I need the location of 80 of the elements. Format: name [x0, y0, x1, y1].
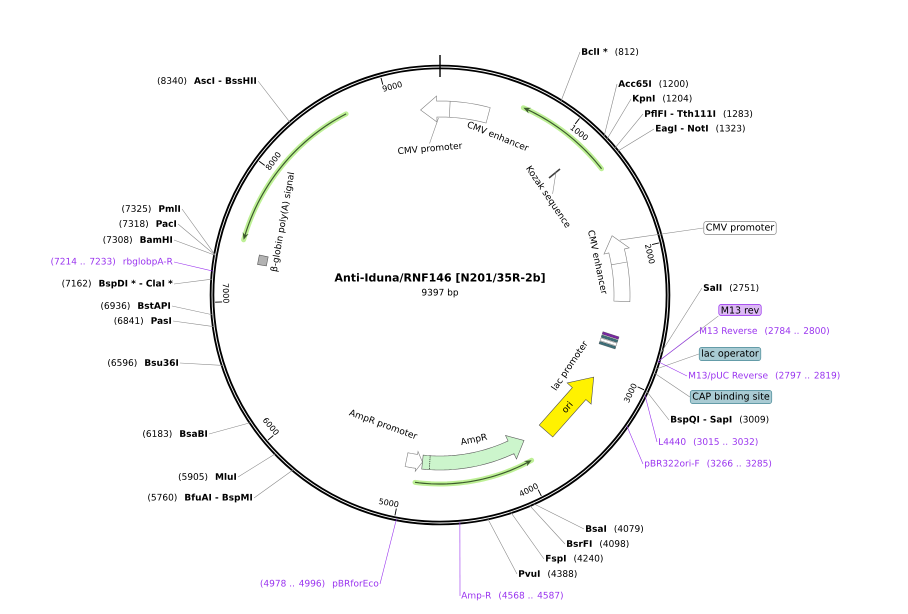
leader-line — [646, 391, 670, 420]
feature-block: CMV enhancer — [588, 230, 630, 302]
feature-box: CMV promoter — [703, 221, 777, 235]
primer-label: M13/pUC Reverse (2797 .. 2819) — [689, 372, 840, 380]
leader-line — [616, 128, 654, 152]
leader-line — [238, 453, 276, 478]
site-label: (7308) BamHI — [103, 236, 172, 244]
leader-line — [174, 240, 216, 256]
site-label: BsaI (4079) — [586, 524, 643, 533]
sequence-length: 9397 bp — [422, 288, 458, 298]
leader-line — [528, 504, 566, 544]
leader-line — [380, 518, 397, 584]
leader-line — [178, 224, 216, 256]
leader-line — [172, 320, 215, 328]
leader-line — [655, 354, 700, 370]
scale-label: 3000 — [624, 384, 636, 403]
leader-line — [658, 330, 698, 362]
plasmid-name: Anti-Iduna/RNF146 [N201/35R-2b] — [334, 273, 545, 283]
site-label: (6841) PasI — [114, 316, 171, 325]
site-label: (5760) BfuAI - BspMI — [148, 494, 252, 502]
site-label: (8340) AscI - BssHII — [158, 76, 256, 85]
primer-label: pBR322ori-F (3266 .. 3285) — [645, 460, 772, 468]
leader-line — [660, 288, 702, 354]
leader-line — [258, 80, 291, 124]
leader-line — [644, 394, 658, 442]
feature-box: M13 rev — [718, 304, 762, 316]
leader-line — [654, 372, 690, 398]
leader-line — [254, 469, 294, 498]
leader-line — [208, 422, 252, 434]
primer-label: (7214 .. 7233) rbglobpA-R — [51, 258, 173, 266]
leader-line — [510, 512, 544, 560]
leader-line — [174, 262, 214, 272]
leader-line — [487, 518, 518, 574]
feature-box: lac operator — [698, 347, 762, 361]
site-label: BspQI - SapI (3009) — [671, 416, 768, 424]
site-label: PflFI - Tth111I (1283) — [645, 110, 752, 118]
scale-label: 4000 — [520, 483, 538, 496]
site-label: (6936) BstAPI — [101, 302, 170, 310]
site-label: (6183) BsaBI — [143, 430, 207, 438]
leader-line — [532, 502, 584, 530]
primer-label: Amp-R (4568 .. 4587) — [461, 592, 563, 600]
feature-label: CMV promoter — [398, 143, 462, 154]
scale-label: 7000 — [222, 284, 230, 303]
scale-label: 2000 — [645, 244, 655, 264]
primer-label: L4440 (3015 .. 3032) — [659, 438, 758, 446]
scale-label: 9000 — [382, 81, 402, 92]
leader-line — [620, 228, 704, 240]
site-label: BsrFI (4098) — [567, 540, 628, 548]
site-label: EagI - NotI (1323) — [656, 124, 745, 134]
leader-line — [429, 118, 439, 144]
leader-line — [180, 362, 224, 366]
site-label: (5905) MluI — [178, 472, 236, 482]
node-label: CMV enhancer — [588, 230, 606, 294]
feature-block: AmpR — [421, 434, 524, 470]
feature-block: β-globin poly(A) signal — [257, 172, 294, 272]
site-label: Acc65I (1200) — [618, 80, 688, 88]
leader-line — [604, 84, 618, 137]
primer-label: M13 Reverse (2784 .. 2800) — [700, 326, 829, 335]
site-label: FspI (4240) — [546, 554, 603, 564]
site-label: (7162) BspDI * - ClaI * — [62, 280, 173, 288]
site-label: (7318) PacI — [120, 220, 176, 228]
leader-line — [172, 306, 214, 316]
site-label: SalI (2751) — [704, 284, 758, 292]
leader-line — [658, 361, 688, 376]
scale-label: 5000 — [378, 498, 398, 508]
feature-box: CAP binding site — [690, 390, 772, 404]
node-label: β-globin poly(A) signal — [270, 172, 294, 272]
leader-line — [560, 52, 580, 102]
site-label: (7325) PmlI — [122, 204, 180, 214]
leader-line — [606, 98, 632, 140]
leader-line — [552, 172, 556, 194]
site-label: BclI * (812) — [582, 48, 638, 56]
primer-label: (4978 .. 4996) pBRforEco — [260, 580, 378, 588]
leader-line — [626, 425, 644, 464]
leader-line — [174, 278, 213, 284]
leader-line — [182, 208, 216, 256]
site-label: KpnI (1204) — [633, 94, 692, 104]
site-label: PvuI (4388) — [519, 570, 577, 578]
site-label: (6596) Bsu36I — [108, 358, 178, 367]
leader-line — [614, 114, 644, 149]
